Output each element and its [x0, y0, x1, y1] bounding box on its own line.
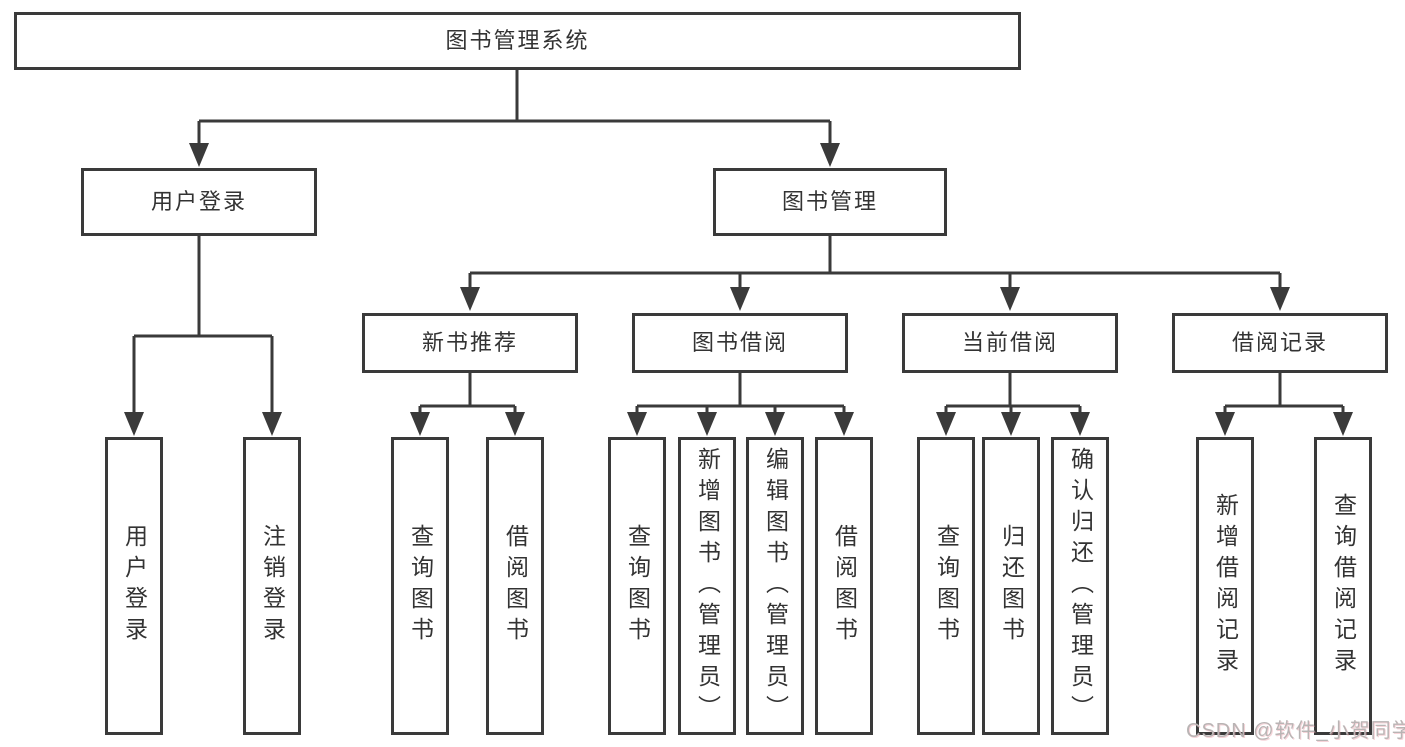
leaf-current-return-books: 归还图书 [982, 437, 1040, 735]
leaf-newbook-borrow-books: 借阅图书 [486, 437, 544, 735]
leaf-records-add-record: 新增借阅记录 [1196, 437, 1254, 735]
node-borrowing-records: 借阅记录 [1172, 313, 1388, 373]
leaf-borrowing-borrow-books: 借阅图书 [815, 437, 873, 735]
connector-paths [132, 70, 1345, 415]
arrowhead-icons [124, 143, 1353, 436]
node-user-login: 用户登录 [81, 168, 317, 236]
leaf-user-login: 用户登录 [105, 437, 163, 735]
leaf-logout-login: 注销登录 [243, 437, 301, 735]
leaf-current-query-books: 查询图书 [917, 437, 975, 735]
leaf-borrowing-add-books-admin: 新增图书（管理员） [678, 437, 736, 735]
leaf-borrowing-query-books: 查询图书 [608, 437, 666, 735]
leaf-current-confirm-return-admin: 确认归还（管理员） [1051, 437, 1109, 735]
node-library-management-system: 图书管理系统 [14, 12, 1021, 70]
node-new-book-recommend: 新书推荐 [362, 313, 578, 373]
node-book-management: 图书管理 [713, 168, 947, 236]
csdn-watermark: CSDN @软件_小贺同学 [1186, 720, 1405, 742]
node-book-borrowing: 图书借阅 [632, 313, 848, 373]
leaf-newbook-query-books: 查询图书 [391, 437, 449, 735]
leaf-borrowing-edit-books-admin: 编辑图书（管理员） [746, 437, 804, 735]
leaf-records-query-record: 查询借阅记录 [1314, 437, 1372, 735]
node-current-borrowing: 当前借阅 [902, 313, 1118, 373]
